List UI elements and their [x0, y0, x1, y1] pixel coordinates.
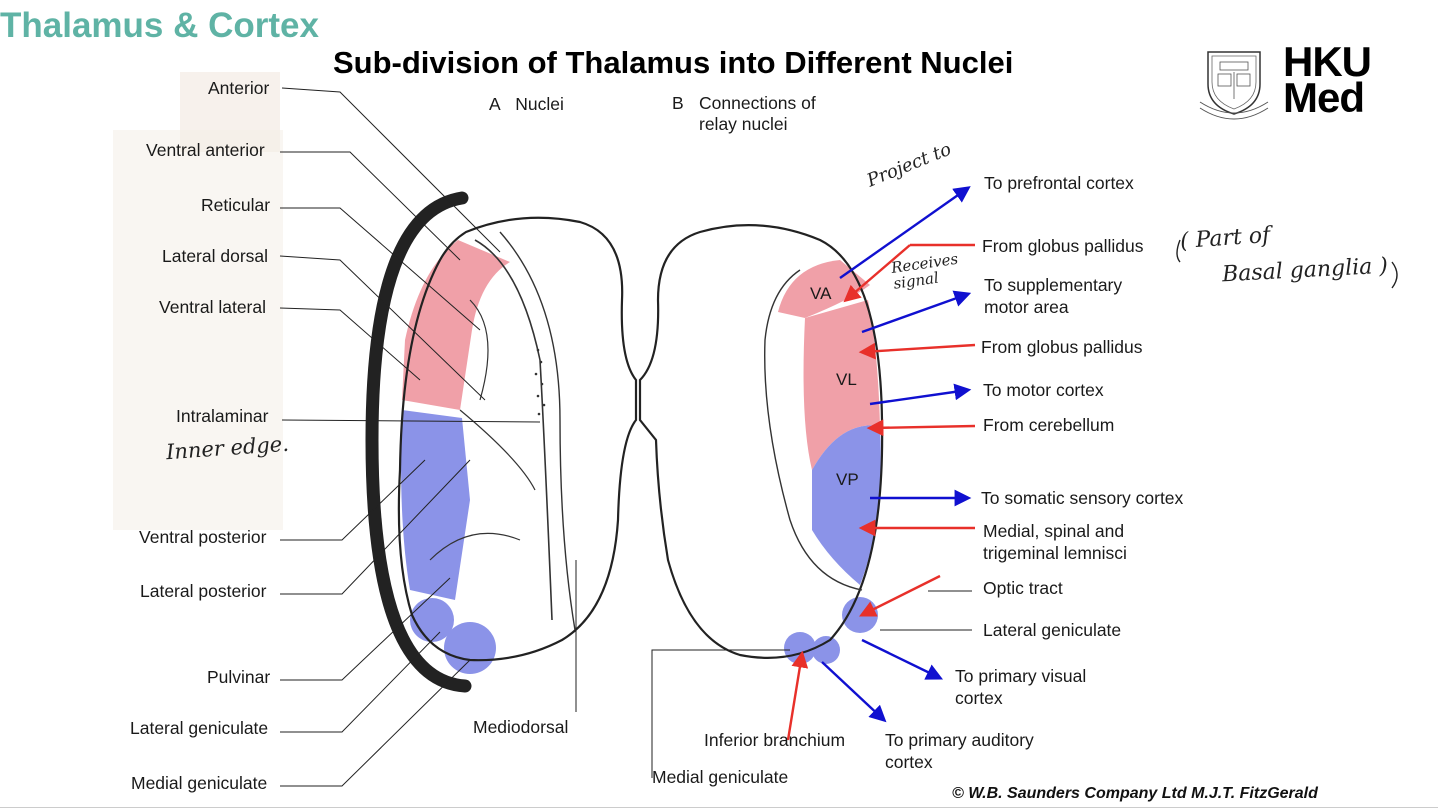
- label-from-globus-pallidus-1: From globus pallidus: [982, 236, 1144, 256]
- label-ventral-anterior: Ventral anterior: [146, 140, 265, 160]
- left-lateral-pink: [402, 240, 510, 410]
- vl-nucleus: [803, 300, 880, 470]
- hku-med-logo-text: HKU Med: [1283, 38, 1372, 121]
- label-pulvinar: Pulvinar: [207, 667, 271, 687]
- label-ventral-posterior: Ventral posterior: [139, 527, 267, 547]
- panel-b-heading: Connections of relay nuclei: [699, 93, 816, 134]
- panel-a-heading: A Nuclei: [489, 94, 564, 114]
- slide-title: Thalamus & Cortex: [0, 6, 319, 45]
- label-lateral-geniculate: Lateral geniculate: [130, 718, 269, 738]
- bottom-divider: [0, 807, 1438, 808]
- label-ventral-lateral: Ventral lateral: [159, 297, 267, 317]
- label-to-somatic-sensory: To somatic sensory cortex: [981, 488, 1184, 508]
- reticular-nucleus-band: [365, 191, 472, 693]
- label-medial-spinal-trigeminal: Medial, spinal and trigeminal lemnisci: [983, 521, 1127, 563]
- label-to-primary-auditory: To primary auditory cortex: [885, 730, 1034, 772]
- vp-nucleus: [812, 425, 881, 585]
- label-anterior: Anterior: [208, 78, 270, 98]
- label-to-primary-visual: To primary visual cortex: [955, 666, 1087, 708]
- label-medial-geniculate: Medial geniculate: [131, 773, 268, 793]
- left-ventral-posterior-blue: [401, 410, 470, 600]
- label-inferior-brachium: Inferior branchium: [704, 730, 846, 750]
- label-from-globus-pallidus-2: From globus pallidus: [981, 337, 1143, 357]
- label-to-motor-cortex: To motor cortex: [983, 380, 1104, 400]
- label-reticular: Reticular: [201, 195, 271, 215]
- label-to-supplementary-motor: To supplementary motor area: [984, 275, 1123, 317]
- label-mediodorsal: Mediodorsal: [473, 717, 569, 737]
- label-lateral-geniculate-b: Lateral geniculate: [983, 620, 1122, 640]
- label-lateral-dorsal: Lateral dorsal: [162, 246, 269, 266]
- label-optic-tract: Optic tract: [983, 578, 1063, 598]
- hku-crest-icon: [1198, 44, 1270, 120]
- label-vp: VP: [836, 470, 859, 489]
- label-lateral-posterior: Lateral posterior: [140, 581, 267, 601]
- label-va: VA: [810, 284, 832, 303]
- slide-subtitle: Sub-division of Thalamus into Different …: [333, 45, 1014, 80]
- label-intralaminar: Intralaminar: [176, 406, 269, 426]
- label-vl: VL: [836, 370, 857, 389]
- panel-b-heading-letter: B: [672, 93, 684, 113]
- label-to-prefrontal: To prefrontal cortex: [984, 173, 1134, 193]
- copyright-notice: © W.B. Saunders Company Ltd M.J.T. FitzG…: [952, 785, 1318, 802]
- label-from-cerebellum: From cerebellum: [983, 415, 1115, 435]
- label-medial-geniculate-b: Medial geniculate: [652, 767, 789, 787]
